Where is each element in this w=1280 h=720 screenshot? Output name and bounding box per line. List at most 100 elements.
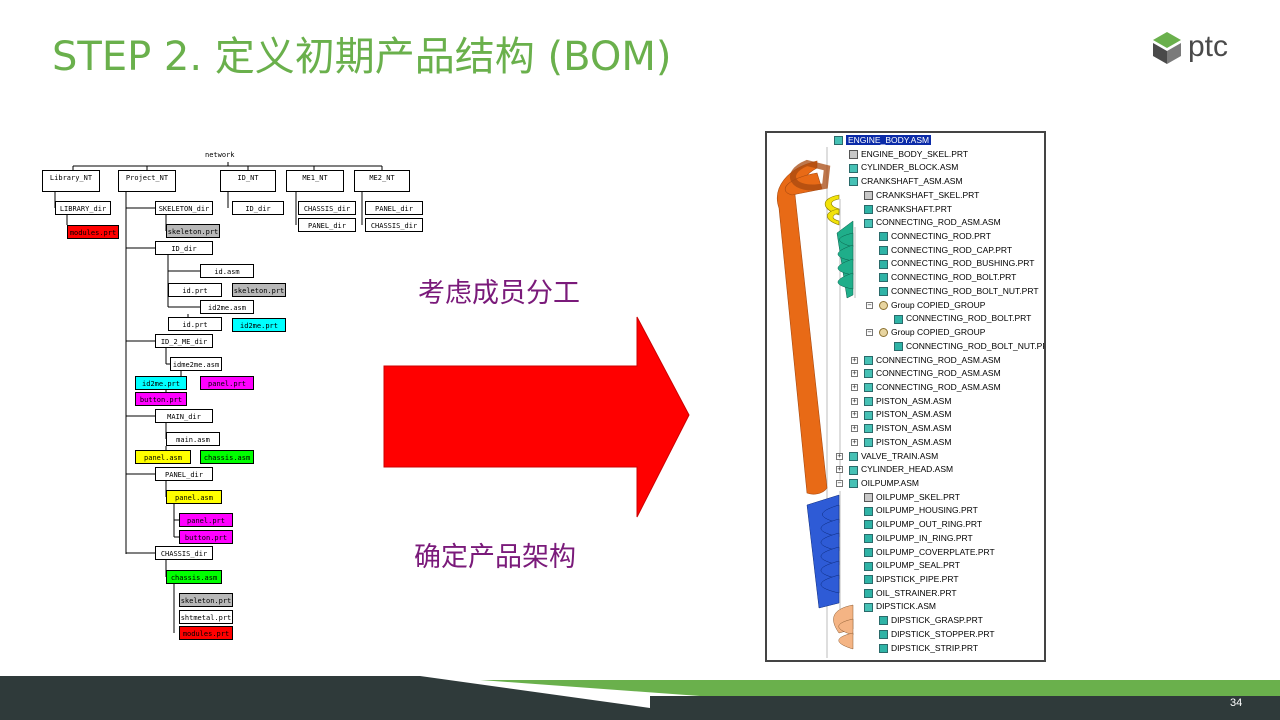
expand-icon[interactable]: +: [851, 355, 858, 364]
id-2-me-dir-node: ID_2_ME_dir: [155, 334, 213, 348]
assembly-icon: [864, 396, 873, 406]
part-icon: [864, 506, 873, 516]
part-icon: [864, 575, 873, 585]
bom-tree-row[interactable]: PISTON_ASM.ASM: [864, 395, 951, 408]
bom-tree-row-label: OILPUMP_SKEL.PRT: [876, 491, 960, 502]
part-icon: [894, 342, 903, 352]
skeleton-prt-node-2: skeleton.prt: [232, 283, 286, 297]
bom-tree-row-label: VALVE_TRAIN.ASM: [861, 450, 939, 461]
bom-tree-row[interactable]: PISTON_ASM.ASM: [864, 422, 951, 435]
bom-tree-row[interactable]: CYLINDER_BLOCK.ASM: [849, 161, 958, 174]
part-icon: [879, 630, 888, 640]
skeleton-part-icon: [849, 149, 858, 159]
bom-tree-row[interactable]: OILPUMP_IN_RING.PRT: [864, 532, 973, 545]
expand-icon[interactable]: +: [836, 465, 843, 474]
bom-tree-row[interactable]: VALVE_TRAIN.ASM: [849, 450, 938, 463]
bom-tree-row[interactable]: PISTON_ASM.ASM: [864, 436, 951, 449]
project-nt-node: Project_NT: [118, 170, 176, 192]
bom-tree-row[interactable]: DIPSTICK.ASM: [864, 600, 936, 613]
panel-dir-me1-node: PANEL_dir: [298, 218, 356, 232]
bom-tree-row-label: OILPUMP_IN_RING.PRT: [876, 532, 973, 543]
bom-tree-row-label: CONNECTING_ROD_BOLT.PRT: [891, 272, 1017, 283]
part-icon: [864, 520, 873, 530]
bom-tree-row-label: PISTON_ASM.ASM: [876, 436, 952, 447]
skeleton-prt-node-3: skeleton.prt: [179, 593, 233, 607]
collapse-icon[interactable]: −: [866, 300, 873, 309]
bom-tree-row[interactable]: OILPUMP_OUT_RING.PRT: [864, 518, 982, 531]
network-root-label: network: [205, 151, 235, 159]
bom-tree-row-label: CRANKSHAFT_ASM.ASM: [861, 176, 963, 187]
panel-prt-node: panel.prt: [200, 376, 254, 390]
bom-tree-row[interactable]: PISTON_ASM.ASM: [864, 408, 951, 421]
bom-tree-row[interactable]: Group COPIED_GROUP: [879, 299, 985, 312]
bom-tree-row-label: CONNECTING_ROD.PRT: [891, 231, 991, 242]
bom-tree-row[interactable]: CONNECTING_ROD_BOLT.PRT: [894, 312, 1031, 325]
bom-tree-row[interactable]: DIPSTICK_PIPE.PRT: [864, 573, 959, 586]
bom-tree-row-label: DIPSTICK_STRIP.PRT: [891, 642, 979, 653]
bom-tree-row[interactable]: OILPUMP.ASM: [849, 477, 919, 490]
bom-tree-row[interactable]: CONNECTING_ROD_ASM.ASM: [864, 381, 1001, 394]
bom-tree-row-label: CONNECTING_ROD_ASM.ASM: [876, 368, 1001, 379]
bom-tree-row[interactable]: CONNECTING_ROD_ASM.ASM: [864, 354, 1001, 367]
bom-tree-row[interactable]: OILPUMP_SEAL.PRT: [864, 559, 960, 572]
chassis-dir-me2-node: CHASSIS_dir: [365, 218, 423, 232]
caption-top: 考虑成员分工: [418, 278, 580, 309]
expand-icon[interactable]: +: [851, 382, 858, 391]
bom-tree-row[interactable]: ENGINE_BODY.ASM: [834, 134, 932, 147]
bom-tree-row[interactable]: CRANKSHAFT.PRT: [864, 203, 952, 216]
assembly-icon: [864, 369, 873, 379]
main-asm-node: main.asm: [166, 432, 220, 446]
bom-tree-row[interactable]: Group COPIED_GROUP: [879, 326, 985, 339]
bom-tree-row[interactable]: OILPUMP_SKEL.PRT: [864, 491, 960, 504]
bom-tree-row[interactable]: CONNECTING_ROD_BOLT_NUT.PRT: [879, 285, 1039, 298]
bom-tree-row[interactable]: CONNECTING_ROD_CAP.PRT: [879, 244, 1012, 257]
bom-tree-row[interactable]: CONNECTING_ROD_ASM.ASM: [864, 367, 1001, 380]
bom-tree-row[interactable]: OIL_STRAINER.PRT: [864, 587, 957, 600]
chassis-asm-node: chassis.asm: [200, 450, 254, 464]
bom-tree-row-label: DIPSTICK_STOPPER.PRT: [891, 628, 995, 639]
bom-tree-row[interactable]: CONNECTING_ROD_BOLT.PRT: [879, 271, 1016, 284]
bom-tree-row[interactable]: OILPUMP_HOUSING.PRT: [864, 504, 978, 517]
expand-icon[interactable]: +: [851, 410, 858, 419]
caption-bottom: 确定产品架构: [414, 542, 576, 573]
bom-tree-row[interactable]: CONNECTING_ROD_ASM.ASM: [864, 216, 1001, 229]
collapse-icon[interactable]: −: [866, 328, 873, 337]
assembly-icon: [849, 177, 858, 187]
bom-tree-row[interactable]: CONNECTING_ROD_BOLT_NUT.PRT: [894, 340, 1044, 353]
expand-icon[interactable]: +: [851, 437, 858, 446]
me1-nt-node: ME1_NT: [286, 170, 344, 192]
footer-band: [0, 676, 1280, 720]
part-icon: [864, 204, 873, 214]
expand-icon[interactable]: +: [851, 396, 858, 405]
panel-asm-node-2: panel.asm: [166, 490, 222, 504]
bom-tree-row-label: CONNECTING_ROD_ASM.ASM: [876, 354, 1001, 365]
part-icon: [864, 561, 873, 571]
part-icon: [879, 232, 888, 242]
bom-tree-row[interactable]: CONNECTING_ROD.PRT: [879, 230, 991, 243]
bom-tree-row[interactable]: CONNECTING_ROD_BUSHING.PRT: [879, 257, 1034, 270]
bom-tree-row[interactable]: CYLINDER_HEAD.ASM: [849, 463, 953, 476]
bom-tree-row[interactable]: CRANKSHAFT_ASM.ASM: [849, 175, 963, 188]
assembly-icon: [864, 602, 873, 612]
id-nt-node: ID_NT: [220, 170, 276, 192]
assembly-icon: [864, 218, 873, 228]
bom-tree-row-label: CONNECTING_ROD_BOLT.PRT: [906, 313, 1032, 324]
panel-dir-project-node: PANEL_dir: [155, 467, 213, 481]
collapse-icon[interactable]: −: [836, 479, 843, 487]
bom-tree-row[interactable]: OILPUMP_COVERPLATE.PRT: [864, 546, 995, 559]
chassis-dir-me1-node: CHASSIS_dir: [298, 201, 356, 215]
part-icon: [879, 643, 888, 653]
skeleton-prt-node: skeleton.prt: [166, 224, 220, 238]
bom-tree-row[interactable]: DIPSTICK_GRASP.PRT: [879, 614, 983, 627]
assembly-icon: [864, 383, 873, 393]
bom-tree-row[interactable]: CRANKSHAFT_SKEL.PRT: [864, 189, 979, 202]
expand-icon[interactable]: +: [851, 424, 858, 433]
expand-icon[interactable]: +: [851, 369, 858, 378]
bom-tree-row[interactable]: ENGINE_BODY_SKEL.PRT: [849, 148, 968, 161]
bom-tree-row-label: CONNECTING_ROD_BUSHING.PRT: [891, 258, 1035, 269]
bom-tree-row[interactable]: DIPSTICK_STOPPER.PRT: [879, 628, 995, 641]
bom-tree-row[interactable]: DIPSTICK_STRIP.PRT: [879, 642, 978, 655]
expand-icon[interactable]: +: [836, 451, 843, 460]
part-icon: [879, 273, 888, 283]
assembly-icon: [864, 355, 873, 365]
